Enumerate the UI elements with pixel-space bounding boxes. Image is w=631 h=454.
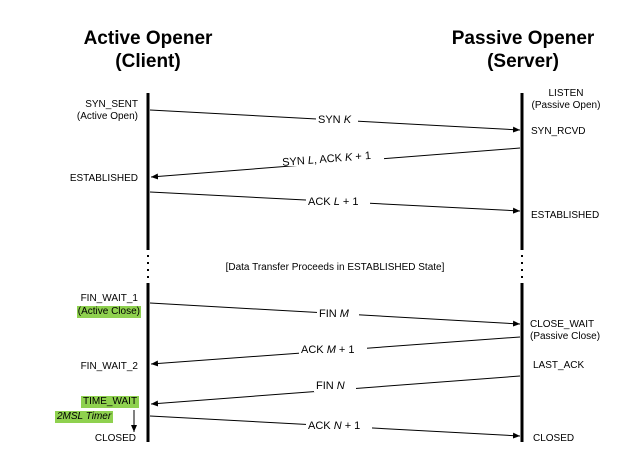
svg-text:ACK L + 1: ACK L + 1 [308,196,358,208]
passive-open-label: (Passive Open) [531,100,601,111]
svg-text:FIN N: FIN N [316,380,345,392]
listen-label: LISTEN [548,88,584,99]
fin-n-label: FIN N [314,378,356,392]
timer-label: 2MSL Timer [55,411,114,423]
active-close-label: (Active Close) [76,306,141,318]
svg-text:ACK M + 1: ACK M + 1 [301,344,355,356]
syn-sent-label: SYN_SENT [85,99,138,110]
svg-text:SYN K: SYN K [318,114,352,126]
fin-wait-1-label: FIN_WAIT_1 [80,293,138,304]
client-state-fin-wait-1: FIN_WAIT_1 (Active Close) [76,293,141,318]
ack-n-label: ACK N + 1 [306,418,372,432]
svg-text:SYN L, ACK K + 1: SYN L, ACK K + 1 [282,150,372,169]
passive-close-label: (Passive Close) [530,331,601,342]
syn-ack-label: SYN L, ACK K + 1 [280,150,384,169]
server-state-listen: LISTEN (Passive Open) [526,88,606,112]
data-transfer-note: [Data Transfer Proceeds in ESTABLISHED S… [225,262,445,273]
active-open-label: (Active Open) [76,111,138,122]
client-state-established: ESTABLISHED [69,173,138,184]
client-state-closed: CLOSED [94,433,136,444]
ack-m-label: ACK M + 1 [299,342,367,356]
server-heading-role: (Server) [487,51,559,72]
client-heading-title: Active Opener [83,28,213,49]
syn-k-label: SYN K [316,112,358,126]
server-state-established: ESTABLISHED [531,210,600,221]
ack-l-label: ACK L + 1 [306,194,370,208]
client-state-syn-sent: SYN_SENT (Active Open) [77,99,138,123]
client-heading: Active Opener (Client) [48,27,248,73]
close-wait-label: CLOSE_WAIT [530,319,595,330]
server-state-closed: CLOSED [533,433,575,444]
server-heading: Passive Opener (Server) [423,27,623,73]
fin-m-label: FIN M [317,306,359,320]
client-heading-role: (Client) [115,51,181,72]
svg-text:FIN M: FIN M [319,308,350,320]
server-state-syn-rcvd: SYN_RCVD [531,126,586,137]
server-state-close-wait: CLOSE_WAIT (Passive Close) [530,319,600,343]
client-state-fin-wait-2: FIN_WAIT_2 [80,361,138,372]
client-state-time-wait: TIME_WAIT [81,396,140,408]
server-heading-title: Passive Opener [451,28,595,49]
svg-text:ACK N + 1: ACK N + 1 [308,420,360,432]
server-state-last-ack: LAST_ACK [533,360,585,371]
